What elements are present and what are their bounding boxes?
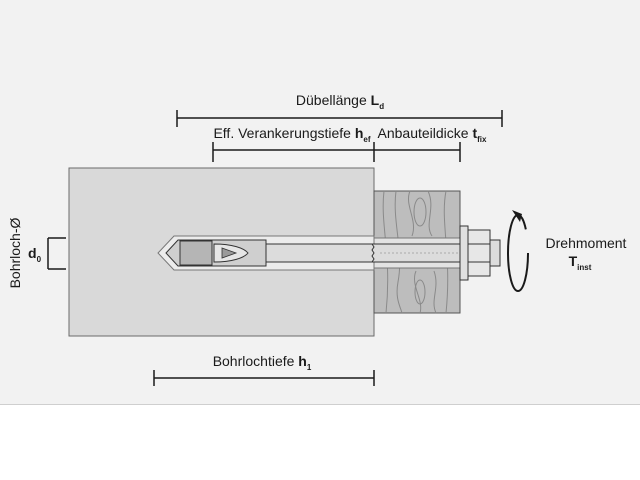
label-tinst: Tinst [569, 253, 592, 272]
label-anbauteildicke: Anbauteildicke tfix [378, 125, 488, 144]
dim-bohrloch-durchmesser [47, 237, 66, 270]
label-bohrlochtiefe: Bohrlochtiefe h1 [213, 353, 312, 372]
washer-nut [459, 225, 501, 281]
dim-verankerungstiefe [212, 142, 375, 162]
dim-bohrlochtiefe [153, 370, 375, 386]
torque-arrow-icon [507, 210, 529, 292]
label-d0: d0 [28, 245, 42, 264]
label-verankerungstiefe: Eff. Verankerungstiefe hef [213, 125, 370, 144]
dim-anbauteildicke [374, 142, 461, 162]
dim-duebellaenge [176, 110, 503, 127]
label-duebellaenge: Dübellänge Ld [296, 92, 384, 111]
anchor-bolt [165, 239, 463, 267]
label-drehmoment: Drehmoment [546, 235, 627, 251]
label-bohrloch-durchmesser: Bohrloch-Ø [7, 217, 23, 288]
